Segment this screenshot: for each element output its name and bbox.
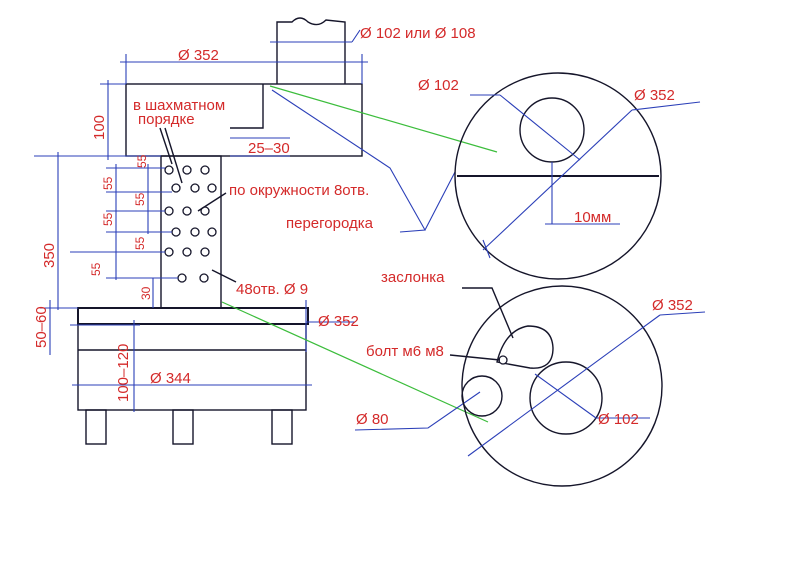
air-hole	[182, 165, 192, 175]
label-base-top-dia: Ø 352	[318, 313, 359, 330]
label-top-box-dia: Ø 352	[178, 47, 219, 64]
damper-leader	[462, 287, 514, 339]
air-hole	[200, 165, 210, 175]
top-view-diameter-ext	[482, 239, 491, 259]
side-view	[34, 17, 498, 445]
base-body	[77, 323, 307, 411]
label-top-box-height: 100	[91, 115, 108, 140]
chimney-pipe	[276, 17, 346, 84]
label-column-height: 350	[41, 243, 58, 268]
bottom-view-small-hole	[461, 375, 503, 417]
label-top-view-hole: Ø 102	[418, 77, 459, 94]
label-pitch-1: 55	[101, 176, 115, 190]
air-hole	[164, 165, 174, 175]
labels: Ø 102 или Ø 108 Ø 352 100 в шахматном по…	[33, 25, 693, 428]
leader-top-view	[269, 85, 498, 153]
air-hole	[171, 183, 181, 193]
air-hole	[164, 206, 174, 216]
bolt-leader	[449, 354, 501, 361]
label-pitch-5: 55	[89, 262, 103, 276]
air-hole	[182, 247, 192, 257]
top-view	[454, 72, 701, 280]
label-top-view-offset: 10мм	[574, 209, 611, 226]
bolt-hole	[498, 355, 508, 365]
air-holes	[164, 165, 217, 283]
partition-leader	[271, 89, 456, 233]
air-hole	[182, 206, 192, 216]
label-staggered-1: в шахматном	[133, 97, 225, 114]
label-circle-holes: по окружности 8отв.	[229, 182, 369, 199]
label-base-dia: Ø 344	[150, 370, 191, 387]
leg-right	[271, 409, 293, 445]
air-hole	[190, 183, 200, 193]
leg-middle	[172, 409, 194, 445]
label-pitch-2: 55	[133, 192, 147, 206]
dia80-leader	[354, 391, 481, 431]
air-hole	[190, 227, 200, 237]
bottom-view-dia-line	[467, 314, 661, 457]
dim-chimney-ext	[351, 29, 361, 43]
top-view-pipe	[519, 97, 585, 163]
label-staggered-2: порядке	[138, 111, 195, 128]
label-damper: заслонка	[381, 269, 445, 286]
top-view-offset-lines	[545, 162, 620, 225]
label-pitch-top: 55	[135, 154, 149, 168]
label-partition: перегородка	[286, 215, 374, 232]
label-holes-count: 48отв. Ø 9	[236, 281, 308, 298]
bottom-view-main-hole	[529, 361, 603, 435]
air-hole	[199, 273, 209, 283]
label-bottom-offset: 30	[139, 286, 153, 300]
label-chimney-dia: Ø 102 или Ø 108	[360, 25, 476, 42]
label-pitch-4: 55	[133, 236, 147, 250]
leader-bottom-view	[221, 301, 489, 423]
bottom-view-outer-leader	[659, 311, 706, 316]
label-bottom-view-small: Ø 80	[356, 411, 389, 428]
air-hole	[177, 273, 187, 283]
air-hole	[171, 227, 181, 237]
top-view-outer-leader	[631, 101, 701, 111]
bottom-view-outer	[461, 285, 663, 487]
stagger-leader-1	[159, 127, 173, 165]
label-bottom-view-hole: Ø 102	[598, 411, 639, 428]
circle-holes-leader	[197, 192, 227, 212]
air-hole	[200, 247, 210, 257]
label-bolt: болт м6 м8	[366, 343, 444, 360]
label-top-view-outer: Ø 352	[634, 87, 675, 104]
bottom-view	[449, 285, 706, 487]
top-view-outer	[454, 72, 662, 280]
label-gap: 25–30	[248, 140, 290, 157]
top-view-hole-dia	[499, 94, 581, 161]
label-pitch-3: 55	[101, 212, 115, 226]
label-bottom-view-outer: Ø 352	[652, 297, 693, 314]
air-hole	[164, 247, 174, 257]
damper-shape	[496, 325, 554, 369]
holes-count-leader	[211, 269, 237, 283]
bottom-view-hole-line	[534, 373, 597, 419]
leg-left	[85, 409, 107, 445]
base-top-ring	[77, 307, 309, 325]
stagger-leader-2	[164, 127, 183, 184]
air-hole	[207, 227, 217, 237]
top-box-partition	[230, 84, 264, 129]
air-hole	[207, 183, 217, 193]
top-view-dia-line	[482, 109, 633, 251]
label-base-gap: 50–60	[33, 306, 50, 348]
label-base-height: 100–120	[115, 344, 132, 402]
